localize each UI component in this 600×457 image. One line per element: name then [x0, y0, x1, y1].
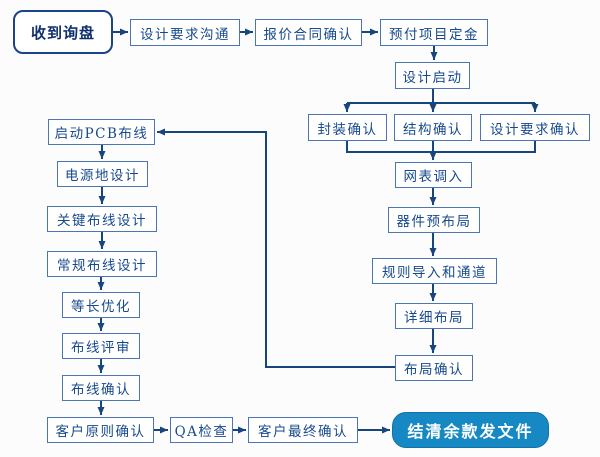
- flow-node-detailed-placement: 详细布局: [395, 303, 473, 329]
- flow-node-start-pcb-routing: 启动PCB布线: [48, 119, 155, 145]
- flow-node-power-ground-design: 电源地设计: [57, 161, 148, 187]
- flow-node-placement-confirm: 布局确认: [395, 355, 473, 381]
- flow-node-rules-import-channel: 规则导入和通道: [372, 258, 497, 284]
- flow-node-routing-review: 布线评审: [62, 333, 140, 359]
- flow-node-critical-routing-design: 关键布线设计: [47, 206, 157, 232]
- flow-node-design-kickoff: 设计启动: [395, 62, 470, 89]
- flow-node-design-requirement-confirm: 设计要求确认: [480, 114, 590, 141]
- flow-node-receive-inquiry: 收到询盘: [13, 10, 113, 54]
- flow-node-qa-check: QA检查: [170, 417, 233, 443]
- flow-node-design-requirement-communication: 设计要求沟通: [130, 19, 240, 46]
- flow-node-length-matching: 等长优化: [62, 292, 140, 318]
- flow-node-netlist-import: 网表调入: [395, 162, 472, 188]
- flow-node-footprint-confirm: 封装确认: [308, 114, 387, 141]
- flow-node-customer-final-confirm: 客户最终确认: [248, 417, 358, 443]
- flow-node-advance-deposit: 预付项目定金: [380, 19, 488, 46]
- flow-node-structure-confirm: 结构确认: [394, 114, 472, 141]
- flow-node-component-preplacement: 器件预布局: [388, 207, 480, 233]
- flow-node-general-routing-design: 常规布线设计: [47, 251, 157, 277]
- flow-node-routing-confirm: 布线确认: [62, 375, 140, 401]
- flow-node-settle-payment-deliver: 结清余款发文件: [392, 412, 549, 448]
- flow-node-customer-principle-confirm: 客户原则确认: [47, 417, 154, 443]
- flow-node-quote-contract-confirm: 报价合同确认: [255, 19, 362, 46]
